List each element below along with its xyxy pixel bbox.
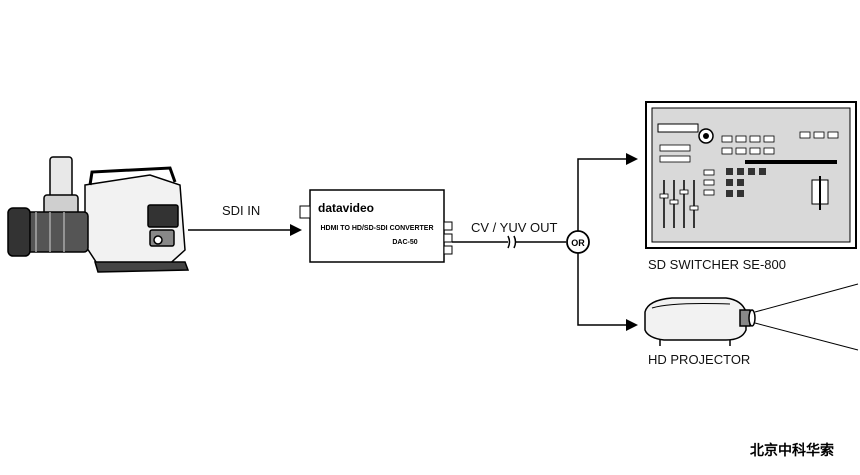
projector-icon (644, 297, 756, 346)
switcher-label: SD SWITCHER SE-800 (648, 257, 786, 272)
or-junction: OR (566, 230, 590, 254)
cv-yuv-out-line (452, 235, 566, 249)
converter-model: DAC-50 (392, 239, 417, 246)
watermark: 北京中科华索 (750, 443, 834, 459)
sdi-in-arrow (188, 224, 302, 236)
video-switcher-icon (645, 101, 857, 249)
sdi-in-label: SDI IN (222, 203, 261, 218)
converter-box: datavideo HDMI TO HD/SD-SDI CONVERTER DA… (299, 189, 453, 263)
converter-title: HDMI TO HD/SD-SDI CONVERTER (320, 225, 433, 232)
cv-yuv-out-label: CV / YUV OUT (471, 220, 558, 235)
arrow-to-switcher (626, 153, 638, 165)
camcorder-icon (7, 156, 190, 273)
branch-lines (577, 158, 626, 326)
or-label: OR (571, 238, 585, 248)
converter-brand: datavideo (318, 201, 374, 215)
projection-beam (754, 283, 859, 351)
projector-label: HD PROJECTOR (648, 352, 751, 367)
arrow-to-projector (626, 319, 638, 331)
